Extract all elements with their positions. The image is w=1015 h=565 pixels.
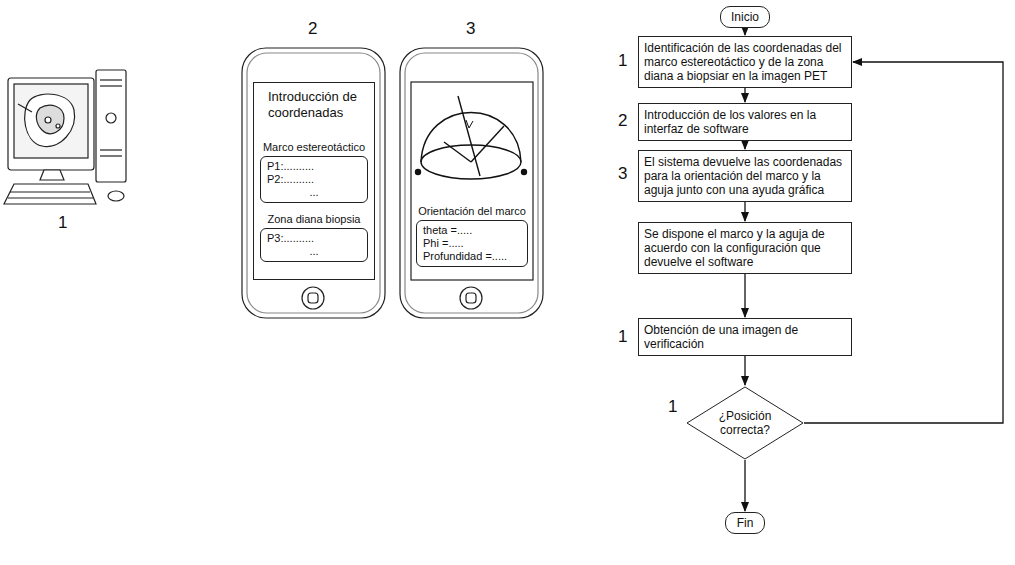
field-box: P1:..........P2:............. [260,156,368,203]
coordinate-panel: Marco estereotácticoP1:..........P2:....… [260,141,368,203]
phone-screen: Introducción de coordenadasMarco estereo… [253,82,375,280]
flow-arrow [744,460,745,511]
flow-arrow [744,202,745,221]
field-line: P2:.......... [267,173,361,186]
flow-arrow [744,88,745,102]
flow-arrow [744,274,745,317]
process-box: El sistema devuelve las coordenadas para… [638,150,852,202]
phone-outline [400,48,543,318]
panel-heading: Zona diana biopsia [260,213,368,226]
box-text: Obtención de una imagen de verificación [644,323,846,351]
panel-heading: Marco estereotáctico [260,141,368,154]
box-text: Identificación de las coordenadas del ma… [644,41,846,83]
flow-arrow [744,141,745,149]
field-box: P3:............. [260,228,368,262]
process-box: Se dispone el marco y la aguja de acuerd… [638,222,852,274]
process-box: Identificación de las coordenadas del ma… [638,36,852,88]
computer-illustration [4,70,126,204]
flow-arrow [744,356,745,385]
callout-number: 1 [58,214,67,232]
callout-number: 3 [618,165,627,183]
process-box: Obtención de una imagen de verificación [638,318,852,356]
terminal-box: Fin [725,512,765,534]
terminal-box: Inicio [720,6,770,28]
field-line: P3:.......... [267,232,361,245]
process-box: Introducción de los valores en la interf… [638,103,852,141]
field-line: ... [267,186,361,199]
callout-number: 2 [618,112,627,130]
field-line: ... [267,245,361,258]
box-text: El sistema devuelve las coordenadas para… [644,155,846,197]
callout-number: 1 [618,328,627,346]
box-text: Inicio [725,10,765,24]
callout-number: 1 [618,52,627,70]
field-box: theta =.....Phi =.....Profundidad =..... [416,220,528,267]
decision-text: ¿Posición correcta? [713,409,777,437]
callout-number: 1 [668,398,677,416]
callout-number: 3 [466,20,475,38]
screen-title: Introducción de coordenadas [254,83,374,121]
flow-arrow [744,28,745,35]
box-text: Fin [730,516,760,530]
panel-heading: Orientación del marco [416,205,528,218]
coordinate-panel: Zona diana biopsiaP3:............. [260,213,368,262]
field-line: P1:.......... [267,160,361,173]
frame-orientation-sketch [416,96,527,179]
phone-outline [242,48,385,318]
callout-number: 2 [308,20,317,38]
field-line: Profundidad =..... [423,250,521,263]
decision-diamond: ¿Posición correcta? [686,386,804,460]
field-line: Phi =..... [423,237,521,250]
orientation-panel: Orientación del marco theta =.....Phi =..… [416,205,528,267]
box-text: Se dispone el marco y la aguja de acuerd… [644,227,846,269]
box-text: Introducción de los valores en la interf… [644,108,846,136]
field-line: theta =..... [423,224,521,237]
